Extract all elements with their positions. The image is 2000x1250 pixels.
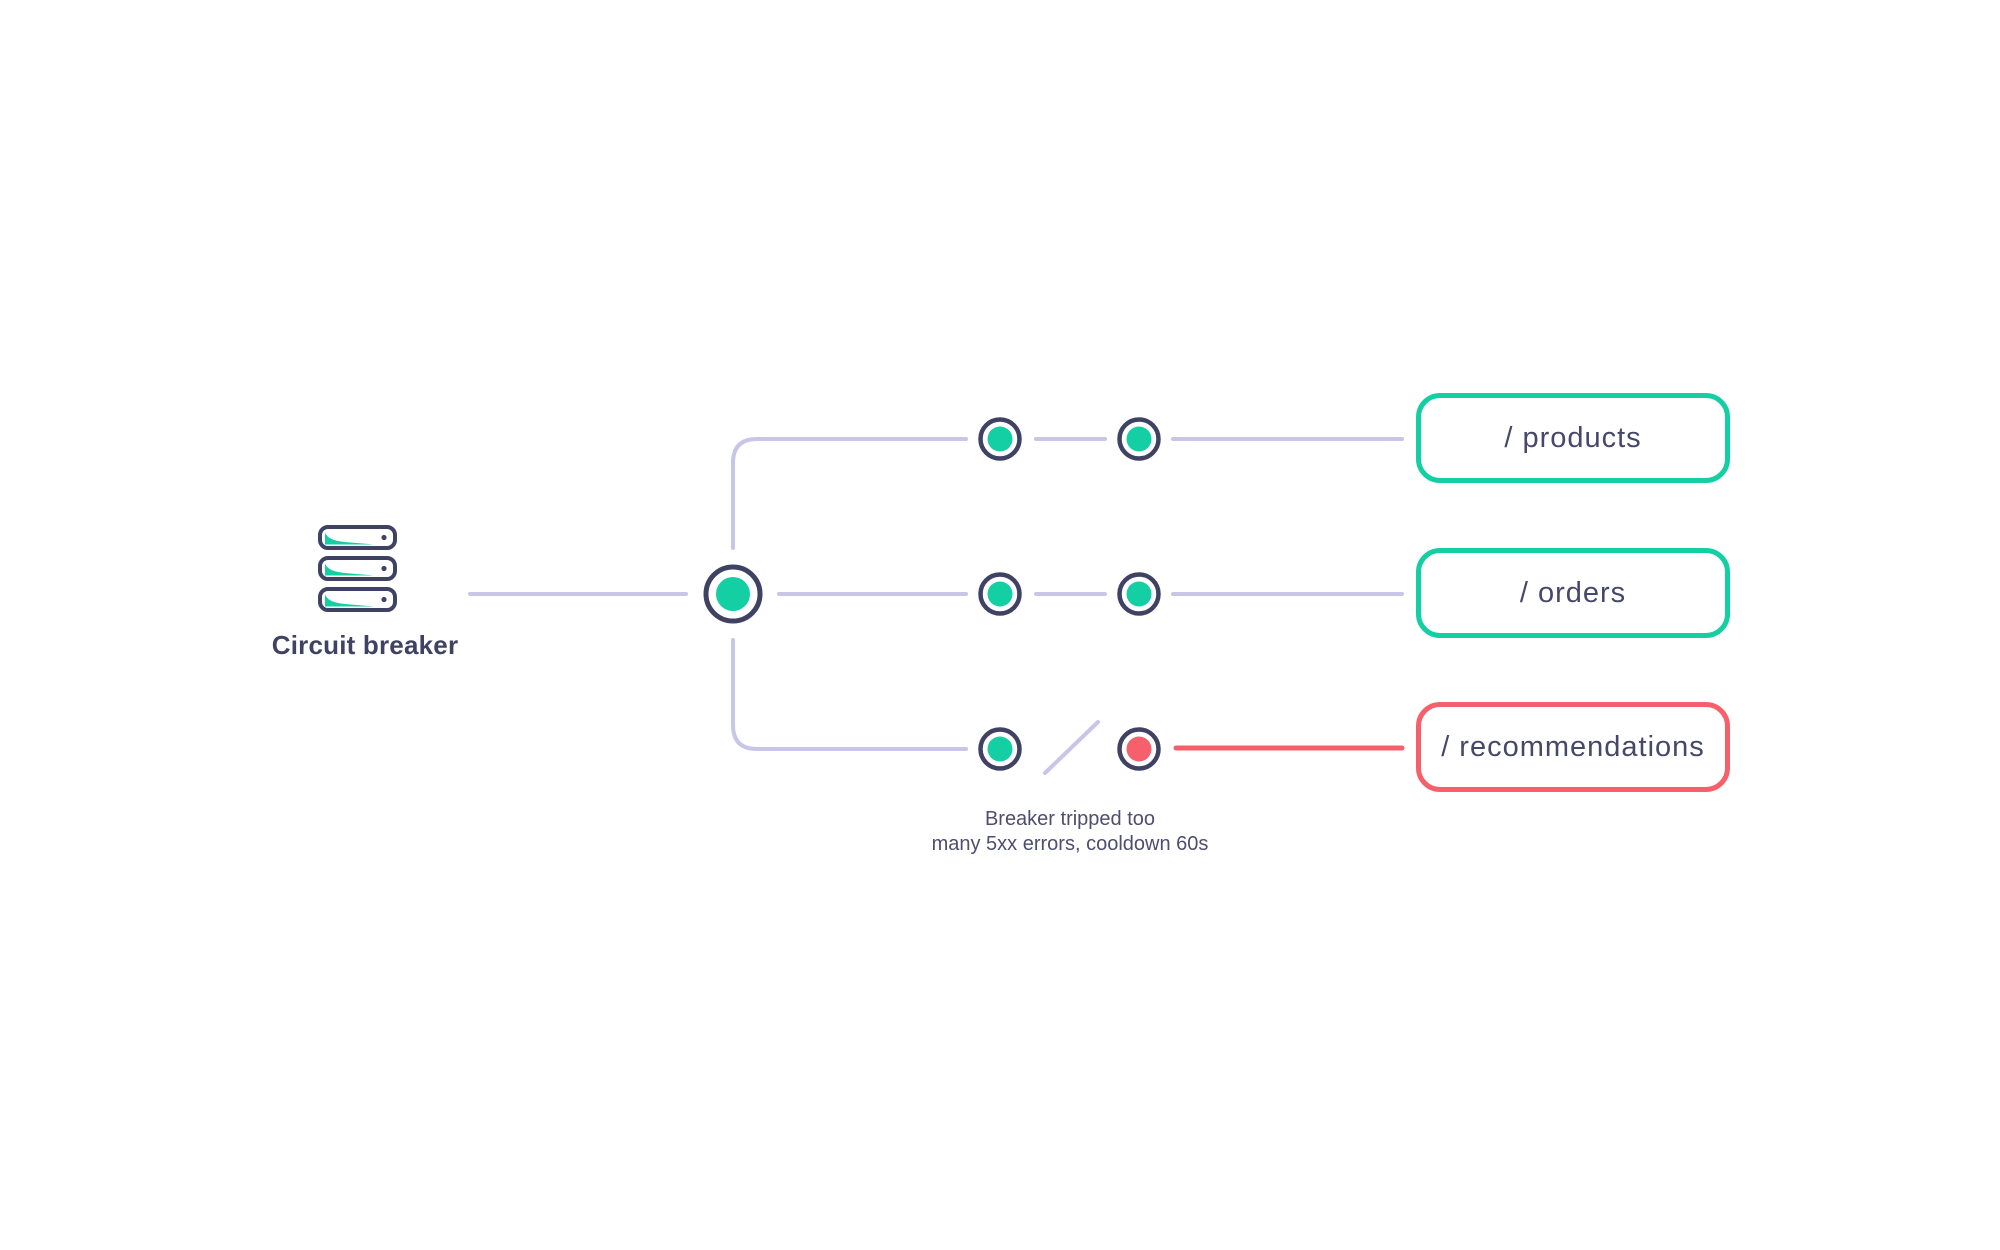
endpoint-card-products: / products [1416,393,1730,483]
products-node-2 [1117,417,1161,461]
server-stack-icon [318,525,397,612]
status-dot-healthy [987,426,1013,452]
server-unit-3 [318,587,397,612]
status-dot-healthy [987,736,1013,762]
breaker-note-line1: Breaker tripped too [984,808,1156,830]
endpoint-card-recommendations: / recommendations [1416,702,1730,792]
endpoint-label-products: / products [1504,421,1642,454]
recommendations-node-1 [978,727,1022,771]
orders-node-2 [1117,572,1161,616]
recommendations-node-2 [1117,727,1161,771]
link-hub-to-products [731,437,968,550]
connection-lines [468,437,1405,775]
endpoint-label-recommendations: / recommendations [1441,730,1705,763]
endpoint-card-orders: / orders [1416,548,1730,638]
source-label: Circuit breaker [271,630,459,660]
hub-node [703,564,763,624]
orders-node-1 [978,572,1022,616]
server-unit-1 [318,525,397,550]
endpoint-label-orders: / orders [1519,576,1627,609]
breaker-note-line2: many 5xx errors, cooldown 60s [931,833,1209,855]
hub-status-dot [716,577,750,611]
breaker-open-switch-icon [1043,720,1100,775]
status-dot-healthy [1126,581,1152,607]
products-node-1 [978,417,1022,461]
status-dot-tripped [1126,736,1152,762]
link-hub-to-recommendations [731,638,968,751]
status-dot-healthy [1126,426,1152,452]
breaker-note: Breaker tripped too many 5xx errors, coo… [870,807,1270,857]
status-dot-healthy [987,581,1013,607]
server-unit-2 [318,556,397,581]
